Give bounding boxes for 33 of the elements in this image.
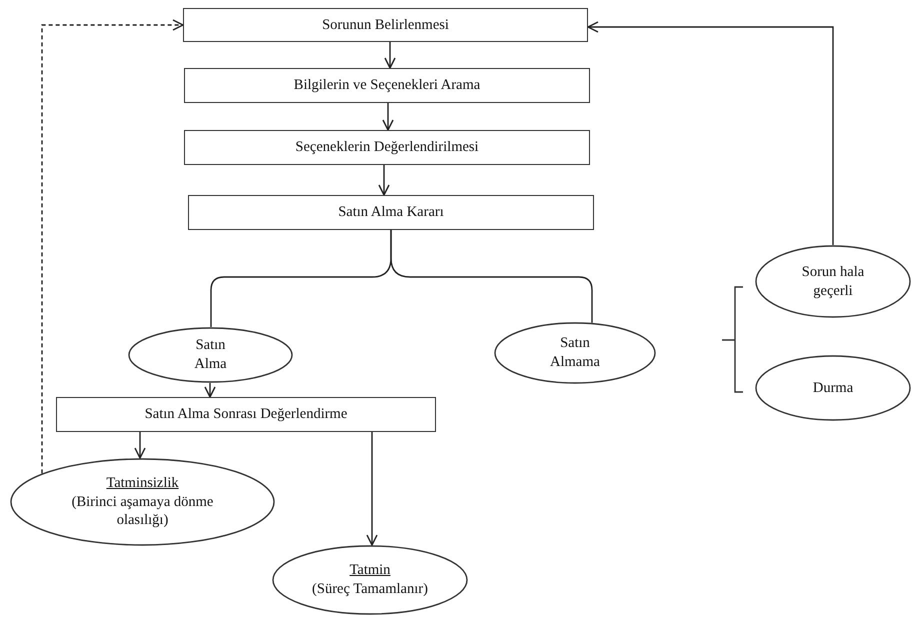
oval-node: [494, 322, 656, 384]
arrow: [204, 383, 216, 398]
oval-node: [755, 355, 911, 421]
node-label: Satın Alma Kararı: [338, 203, 444, 222]
node-label: Satın Almama: [549, 334, 601, 372]
arrow: [134, 432, 146, 459]
oval-node: [128, 327, 293, 383]
connector-line: [390, 230, 593, 323]
arrow: [41, 19, 184, 474]
oval-node: [10, 458, 275, 546]
node-label: (Süreç Tamamlanır): [311, 580, 429, 599]
node-heading: Tatminsizlik: [105, 474, 180, 493]
node-label: Bilgilerin ve Seçenekleri Arama: [294, 76, 480, 95]
node-heading: Tatmin: [348, 561, 392, 580]
oval-node: [272, 545, 468, 615]
process-box: [56, 397, 436, 432]
process-box: [184, 68, 590, 103]
node-label: Sorun hala geçerli: [800, 262, 866, 300]
arrow: [366, 432, 378, 546]
node-label: (Birinci aşamaya dönme olasılığı): [70, 492, 214, 530]
node-label: Satın Alma: [193, 336, 228, 374]
node-label: Durma: [812, 378, 854, 398]
process-box: [183, 8, 588, 42]
node-label: Satın Alma Sonrası Değerlendirme: [144, 405, 348, 424]
arrow: [378, 165, 390, 196]
process-box: [184, 130, 590, 165]
process-box: [188, 195, 594, 230]
arrow: [384, 42, 396, 69]
node-label: Seçeneklerin Değerlendirilmesi: [295, 138, 479, 157]
arrow: [587, 21, 834, 245]
arrow: [382, 103, 394, 131]
oval-node: [755, 245, 911, 318]
node-label: Sorunun Belirlenmesi: [322, 16, 449, 34]
